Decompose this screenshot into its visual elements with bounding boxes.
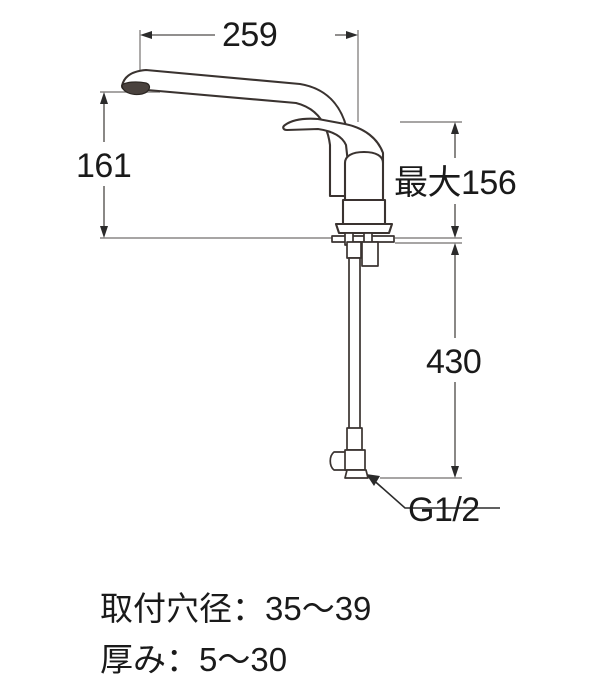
label-backdrop [215,12,335,56]
arrow-up-icon [100,92,108,104]
specification-notes: 取付穴径：35〜39 厚み：5〜30 [100,590,371,678]
dimension-label-g12: G1/2 [408,491,480,529]
spout-arm [120,68,351,198]
arrow-down-icon [451,226,459,238]
connector-nut [344,449,366,471]
lock-nut [361,241,379,267]
dimension-label-430: 430 [426,343,481,381]
hose-collar [346,427,363,451]
dimension-spout-height: 161 [72,91,332,239]
dimension-body-height-max: 最大156 [392,121,577,239]
dimension-supply-length: 430 [380,242,518,479]
arrow-up-icon [451,243,459,255]
note-thickness: 厚み：5〜30 [100,641,287,678]
label-backdrop [72,142,140,186]
fitting-wing [329,451,348,471]
supply-tube [348,257,361,431]
dimension-label-max156: 最大156 [394,164,516,202]
arrow-leader-icon [366,474,380,486]
leader-line [369,476,500,509]
g12-end-fitting [344,469,369,479]
dimension-spout-reach: 259 [139,12,359,122]
arrow-right-icon [346,31,358,39]
arrow-down-icon [451,466,459,478]
arrow-left-icon [140,31,152,39]
note-mounting-hole: 取付穴径：35〜39 [100,590,371,627]
body-lower-ring [341,198,387,226]
mounting-deck-plate [331,235,395,243]
aerator-icon [121,81,151,96]
arrow-down-icon [100,226,108,238]
base-flange [334,222,394,235]
dimension-label-161: 161 [76,147,131,185]
shank-collar-top [346,241,362,259]
faucet-illustration [120,68,395,479]
dimension-label-259: 259 [222,16,277,54]
label-backdrop [422,338,518,382]
label-backdrop [392,158,577,204]
arrow-up-icon [451,122,459,134]
dimension-connection-thread: G1/2 [366,474,500,529]
